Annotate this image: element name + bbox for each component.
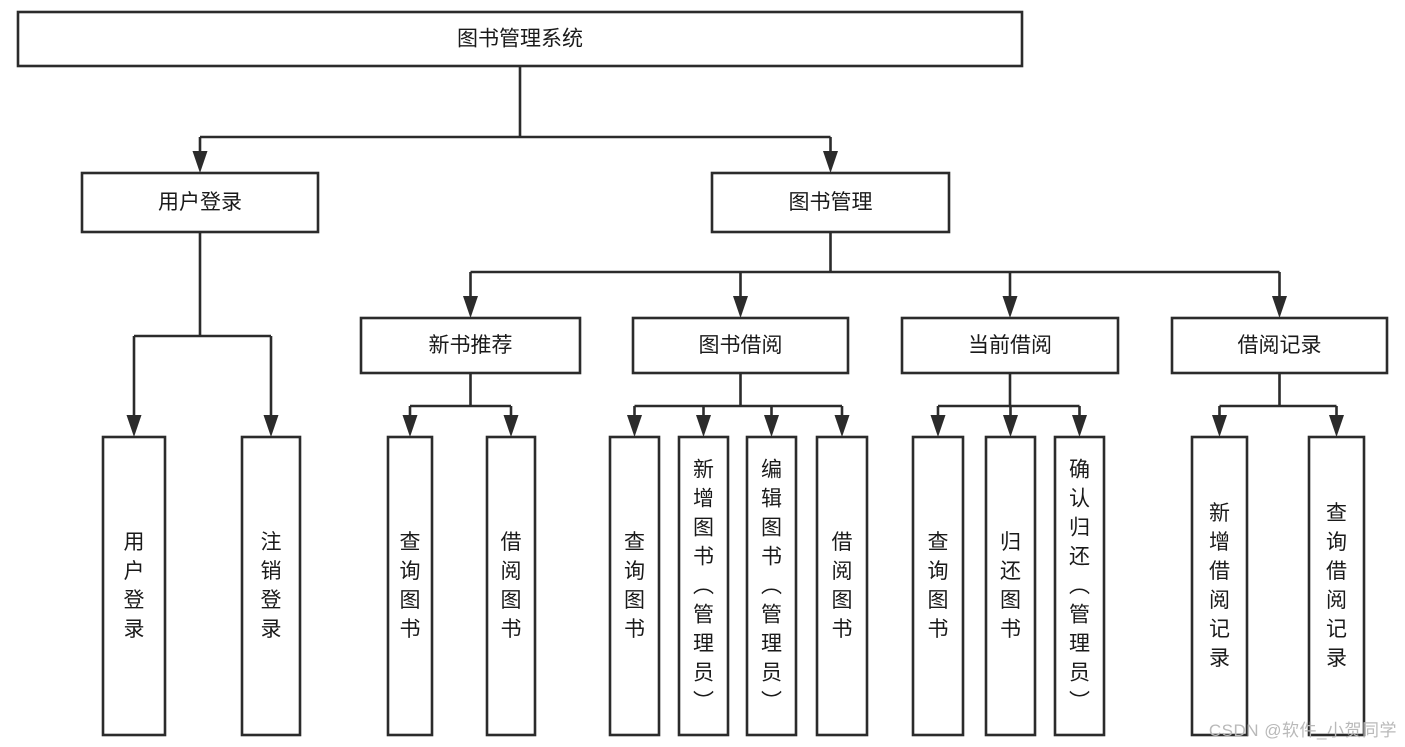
node-label: 借阅图书 — [832, 531, 853, 641]
node-leaf-user-login[interactable]: 用户登录 — [101, 435, 167, 737]
node-borrow[interactable]: 图书借阅 — [631, 316, 850, 375]
node-leaf-query-book-2[interactable]: 查询图书 — [608, 435, 661, 737]
arrow-head-icon — [503, 415, 519, 437]
arrow-head-icon — [764, 415, 779, 437]
node-label: 用户登录 — [124, 531, 145, 641]
node-box[interactable] — [710, 171, 951, 234]
arrow-head-icon — [192, 151, 208, 173]
node-leaf-logout[interactable]: 注销登录 — [240, 435, 302, 737]
node-layer: 图书管理系统用户登录图书管理新书推荐图书借阅当前借阅借阅记录用户登录注销登录查询… — [16, 10, 1389, 737]
node-box[interactable] — [240, 435, 302, 737]
node-leaf-query-book-3[interactable]: 查询图书 — [911, 435, 965, 737]
arrow-head-icon — [1072, 415, 1087, 437]
node-label: 新增借阅记录 — [1209, 502, 1230, 670]
node-label: 注销登录 — [261, 531, 282, 641]
node-leaf-add-book[interactable]: 新增图书︵管理员︶ — [677, 435, 730, 737]
node-box[interactable] — [1170, 316, 1389, 375]
node-label: 新增图书︵管理员︶ — [693, 459, 714, 714]
node-login[interactable]: 用户登录 — [80, 171, 320, 234]
node-label: 图书管理 — [789, 191, 873, 214]
node-label: 图书管理系统 — [457, 28, 583, 51]
connector-group-login — [126, 232, 279, 437]
arrow-head-icon — [1002, 296, 1018, 318]
arrow-head-icon — [696, 415, 711, 437]
node-box[interactable] — [900, 316, 1120, 375]
arrow-head-icon — [834, 415, 850, 437]
node-box[interactable] — [631, 316, 850, 375]
node-leaf-add-record[interactable]: 新增借阅记录 — [1190, 435, 1249, 737]
node-box[interactable] — [608, 435, 661, 737]
node-label: 归还图书 — [1000, 531, 1021, 641]
arrow-head-icon — [1003, 415, 1018, 437]
arrow-head-icon — [930, 415, 946, 437]
node-leaf-query-record[interactable]: 查询借阅记录 — [1307, 435, 1366, 737]
node-label: 查询图书 — [400, 531, 421, 641]
connector-group-root — [192, 66, 838, 173]
node-box[interactable] — [80, 171, 320, 234]
node-leaf-confirm-return[interactable]: 确认归还︵管理员︶ — [1053, 435, 1106, 737]
connector-group-newbook — [402, 373, 519, 437]
node-label: 新书推荐 — [429, 334, 513, 357]
node-leaf-borrow-book-2[interactable]: 借阅图书 — [815, 435, 869, 737]
node-box[interactable] — [359, 316, 582, 375]
node-box[interactable] — [16, 10, 1024, 68]
node-label: 借阅记录 — [1238, 334, 1322, 357]
arrow-head-icon — [823, 151, 838, 173]
node-box[interactable] — [485, 435, 537, 737]
node-records[interactable]: 借阅记录 — [1170, 316, 1389, 375]
arrow-head-icon — [1329, 415, 1344, 437]
arrow-head-icon — [402, 415, 418, 437]
node-root[interactable]: 图书管理系统 — [16, 10, 1024, 68]
node-label: 用户登录 — [158, 191, 242, 214]
arrow-head-icon — [627, 415, 642, 437]
arrow-head-icon — [1212, 415, 1227, 437]
node-box[interactable] — [386, 435, 434, 737]
node-label: 查询图书 — [624, 531, 645, 641]
node-box[interactable] — [984, 435, 1037, 737]
node-label: 查询借阅记录 — [1326, 502, 1347, 670]
node-bookmgmt[interactable]: 图书管理 — [710, 171, 951, 234]
node-box[interactable] — [1307, 435, 1366, 737]
connector-group-borrow — [627, 373, 850, 437]
arrow-head-icon — [126, 415, 142, 437]
node-label: 当前借阅 — [968, 334, 1052, 357]
connector-group-bookmgmt — [463, 232, 1287, 318]
connector-group-current — [930, 373, 1087, 437]
arrow-head-icon — [733, 296, 748, 318]
node-label: 图书借阅 — [699, 334, 783, 357]
node-leaf-borrow-book-1[interactable]: 借阅图书 — [485, 435, 537, 737]
arrow-head-icon — [263, 415, 279, 437]
node-label: 确认归还︵管理员︶ — [1069, 459, 1090, 714]
arrow-head-icon — [463, 296, 478, 318]
connector-layer — [126, 66, 1344, 437]
node-label: 借阅图书 — [501, 531, 522, 641]
arrow-head-icon — [1272, 296, 1287, 318]
node-box[interactable] — [101, 435, 167, 737]
node-label: 编辑图书︵管理员︶ — [761, 459, 782, 714]
node-leaf-edit-book[interactable]: 编辑图书︵管理员︶ — [745, 435, 798, 737]
node-box[interactable] — [911, 435, 965, 737]
node-box[interactable] — [1053, 435, 1106, 737]
node-leaf-return-book[interactable]: 归还图书 — [984, 435, 1037, 737]
node-box[interactable] — [815, 435, 869, 737]
node-box[interactable] — [1190, 435, 1249, 737]
node-current[interactable]: 当前借阅 — [900, 316, 1120, 375]
node-newbook[interactable]: 新书推荐 — [359, 316, 582, 375]
node-leaf-query-book-1[interactable]: 查询图书 — [386, 435, 434, 737]
connector-group-records — [1212, 373, 1344, 437]
node-box[interactable] — [745, 435, 798, 737]
node-box[interactable] — [677, 435, 730, 737]
node-label: 查询图书 — [928, 531, 949, 641]
